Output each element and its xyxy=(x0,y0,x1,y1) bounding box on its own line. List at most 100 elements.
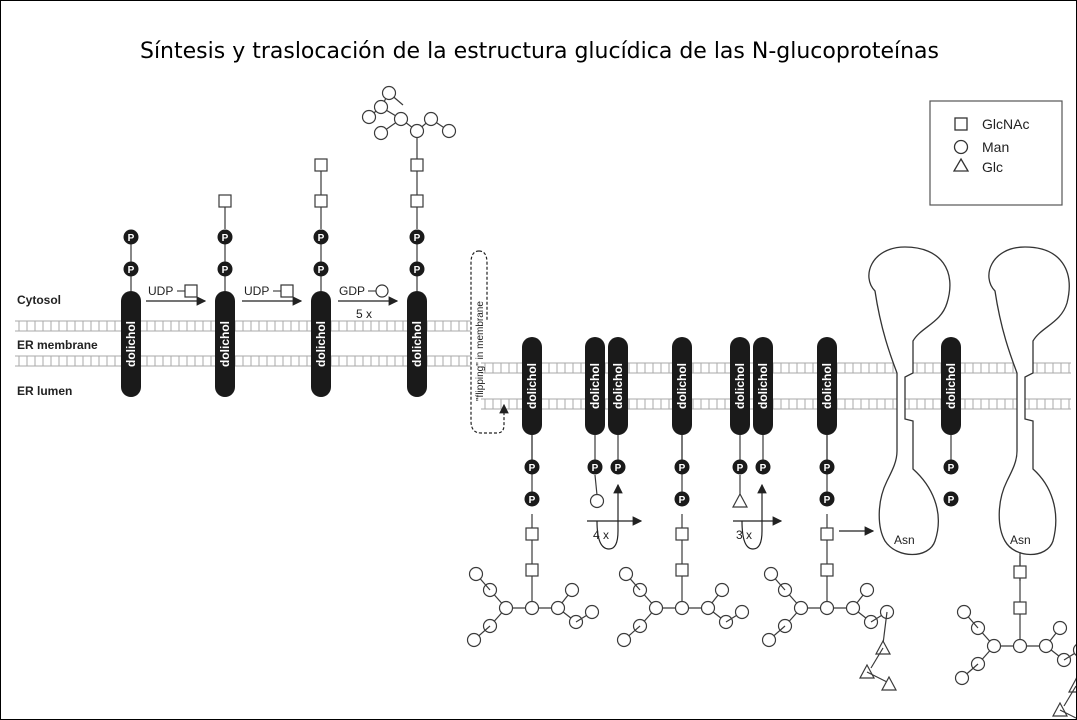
mannose-node xyxy=(409,123,425,139)
glucose-node xyxy=(1051,701,1069,717)
dolichol-label: dolichol xyxy=(525,363,539,409)
phosphate-node: P xyxy=(610,459,626,475)
phosphate-node: P xyxy=(819,491,835,507)
dolichol-label: dolichol xyxy=(410,321,424,367)
mannose-node xyxy=(1072,644,1076,656)
dolichol-label: dolichol xyxy=(820,363,834,409)
phosphate-label: P xyxy=(222,265,229,276)
protein-2: Asn xyxy=(988,246,1070,555)
phosphate-node: P xyxy=(313,261,329,277)
phosphate-label: P xyxy=(679,463,686,474)
mannose-node xyxy=(441,123,457,139)
mannose-circle-icon xyxy=(375,284,389,298)
phosphate-node: P xyxy=(313,229,329,245)
phosphate-node: P xyxy=(674,459,690,475)
donor-label-udp-2: UDP xyxy=(244,284,269,298)
phosphate-label: P xyxy=(948,495,955,506)
glcnac-node xyxy=(1013,601,1027,615)
repeat-label-4x: 4 x xyxy=(593,528,609,542)
mannose-node xyxy=(393,111,409,127)
phosphate-node: P xyxy=(943,491,959,507)
phosphate-label: P xyxy=(615,463,622,474)
mannose-node xyxy=(734,604,750,620)
membrane-left xyxy=(15,320,471,367)
glcnac-square-icon xyxy=(184,284,198,298)
dolichol-carrier: dolichol xyxy=(753,337,773,435)
repeat-label-3x: 3 x xyxy=(736,528,752,542)
phosphate-label: P xyxy=(679,495,686,506)
phosphate-label: P xyxy=(529,463,536,474)
mannose-node xyxy=(648,600,664,616)
glcnac-node xyxy=(820,563,834,577)
donor-label-gdp: GDP xyxy=(339,284,365,298)
transfer-step-2: UDP xyxy=(242,284,303,306)
mannose-node xyxy=(1012,638,1028,654)
dolichol-carrier: dolichol xyxy=(608,337,628,435)
glucose-node xyxy=(731,492,749,508)
phosphate-label: P xyxy=(414,265,421,276)
dolichol-carrier: dolichol xyxy=(585,337,605,435)
glcnac-square-icon xyxy=(280,284,294,298)
phosphate-label: P xyxy=(824,495,831,506)
mannose-node xyxy=(954,670,970,686)
phosphate-label: P xyxy=(128,265,135,276)
phosphate-label: P xyxy=(948,463,955,474)
mannose-node xyxy=(1038,638,1054,654)
membrane-right xyxy=(481,362,1071,410)
mannose-node xyxy=(859,582,875,598)
legend-triangle-icon xyxy=(952,157,970,172)
diagram-title: Síntesis y traslocación de la estructura… xyxy=(139,39,939,64)
mannose-node xyxy=(423,111,439,127)
legend-square-icon xyxy=(954,117,968,131)
glucose-node xyxy=(880,675,898,691)
phosphate-node: P xyxy=(524,459,540,475)
dolichol-carrier: dolichol xyxy=(672,337,692,435)
region-label-er-lumen: ER lumen xyxy=(17,384,72,398)
mannose-node xyxy=(361,109,377,125)
glcnac-node xyxy=(218,194,232,208)
phosphate-node: P xyxy=(755,459,771,475)
dolichol-label: dolichol xyxy=(314,321,328,367)
phosphate-node: P xyxy=(409,229,425,245)
glcnac-node xyxy=(675,527,689,541)
phosphate-label: P xyxy=(760,463,767,474)
phosphate-node: P xyxy=(409,261,425,277)
glcnac-node xyxy=(314,158,328,172)
legend-box xyxy=(929,100,1063,206)
dolichol-label: dolichol xyxy=(124,321,138,367)
transfer-step-3: GDP 5 x xyxy=(338,284,399,321)
repeat-label-5x: 5 x xyxy=(356,307,372,321)
mannose-node xyxy=(381,85,397,101)
mannose-node xyxy=(763,566,779,582)
glcnac-node xyxy=(525,563,539,577)
region-label-er-membrane: ER membrane xyxy=(17,338,98,352)
legend-label-glcnac: GlcNAc xyxy=(982,116,1029,132)
mannose-node xyxy=(616,632,632,648)
dolichol-label: dolichol xyxy=(675,363,689,409)
dolichol-label: dolichol xyxy=(756,363,770,409)
dolichol-carrier: dolichol xyxy=(522,337,542,435)
phosphate-node: P xyxy=(123,229,139,245)
dolichol-carrier: dolichol xyxy=(121,291,141,397)
mannose-node xyxy=(700,600,716,616)
mannose-node xyxy=(674,600,690,616)
mannose-node xyxy=(819,600,835,616)
mannose-node xyxy=(468,566,484,582)
dolichol-label: dolichol xyxy=(611,363,625,409)
phosphate-node: P xyxy=(217,261,233,277)
phosphate-label: P xyxy=(592,463,599,474)
phosphate-node: P xyxy=(674,491,690,507)
flipping-indicator: "flipping" in membrane xyxy=(470,250,509,434)
mannose-node xyxy=(986,638,1002,654)
mannose-node xyxy=(761,632,777,648)
dolichol-label: dolichol xyxy=(733,363,747,409)
glcnac-node xyxy=(410,194,424,208)
phosphate-label: P xyxy=(737,463,744,474)
dolichol-carrier: dolichol xyxy=(941,337,961,435)
glcnac-node xyxy=(820,527,834,541)
legend-circle-icon xyxy=(953,139,969,155)
lumenal-carriers: dolichol dolichol dolichol dolichol dolichol… xyxy=(522,337,961,507)
